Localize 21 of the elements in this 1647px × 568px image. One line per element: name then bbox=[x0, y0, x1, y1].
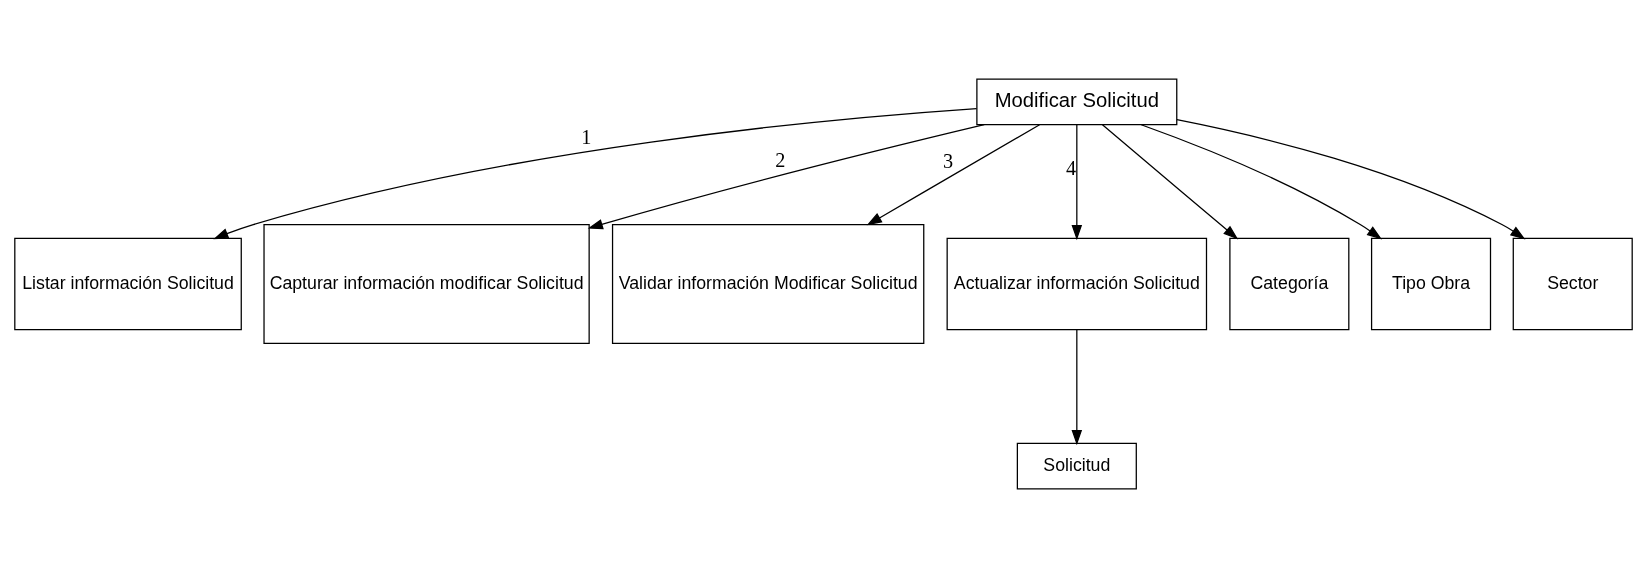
arrow bbox=[1101, 124, 1239, 240]
node-box: Listar información Solicitud bbox=[14, 237, 242, 331]
node-box: Actualizar información Solicitud bbox=[946, 237, 1208, 331]
arrow bbox=[866, 124, 1041, 226]
arrow bbox=[213, 107, 978, 240]
arrow bbox=[1176, 119, 1526, 240]
edge-label: 1 bbox=[581, 126, 592, 149]
arrow bbox=[1071, 329, 1083, 446]
node-box: Tipo Obra bbox=[1370, 237, 1492, 331]
arrow bbox=[587, 124, 985, 230]
arrow bbox=[1140, 124, 1383, 240]
node-box: Capturar información modificar Solicitud bbox=[263, 223, 590, 345]
node-box: Validar información Modificar Solicitud bbox=[611, 223, 925, 345]
edge-label: 2 bbox=[775, 149, 786, 172]
edge-label: 4 bbox=[1066, 156, 1077, 179]
edge-label: 3 bbox=[943, 150, 954, 173]
node-box: Modificar Solicitud bbox=[976, 78, 1178, 126]
arrow bbox=[1071, 124, 1083, 241]
node-box: Categoría bbox=[1229, 237, 1350, 331]
node-box: Sector bbox=[1512, 237, 1633, 331]
node-box: Solicitud bbox=[1016, 442, 1137, 490]
